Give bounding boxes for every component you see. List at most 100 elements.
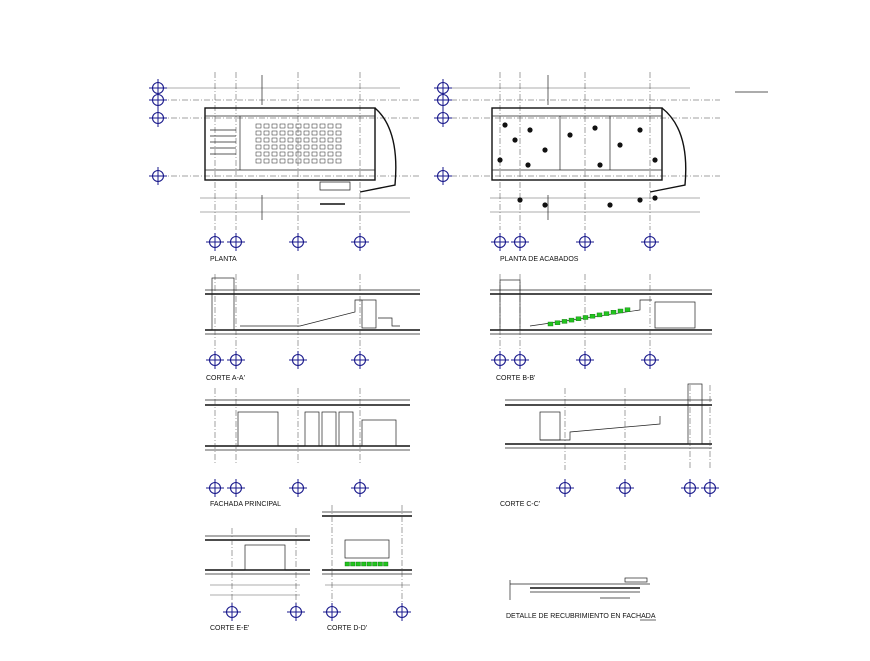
seat [303,137,310,143]
planta-floor-plan [160,72,420,230]
seat [255,158,262,164]
seat [255,151,262,157]
seat [287,158,294,164]
seat-section [617,308,624,314]
axis-bubble [434,109,452,127]
seat [279,130,286,136]
axis-bubble [556,479,574,497]
finish-symbol [592,125,598,131]
seat [311,151,318,157]
seat-section [589,314,596,319]
seat-section [383,561,389,567]
seat [327,137,334,143]
axis-bubble [616,479,634,497]
axis-bubble [641,351,659,369]
seat-section [355,561,361,567]
axis-bubble [289,233,307,251]
finish-symbol [517,197,523,203]
finish-symbol [652,157,658,163]
seat [303,144,310,150]
seat [311,137,318,143]
finish-symbol [652,195,658,201]
seat [271,137,278,143]
axis-bubble [227,479,245,497]
seat [255,144,262,150]
axis-bubble [351,351,369,369]
seat [263,130,270,136]
seat [303,123,310,129]
axis-bubble [701,479,719,497]
seat [327,130,334,136]
axis-bubble [289,479,307,497]
seat [287,123,294,129]
seat [263,123,270,129]
axis-bubble [576,351,594,369]
axis-bubble [287,603,305,621]
corte-aa-section [205,274,420,350]
seat-section [554,320,561,325]
axis-bubble [206,479,224,497]
seat-section [547,321,554,327]
axis-bubble [681,479,699,497]
axis-bubble [289,351,307,369]
seat [319,137,326,143]
axis-bubble [351,479,369,497]
seat [319,151,326,157]
seat [263,144,270,150]
seat [255,123,262,129]
seat-section [344,561,350,567]
label-planta: PLANTA [210,256,237,263]
seat [327,123,334,129]
seat-section [624,307,631,312]
seat [279,151,286,157]
seat [311,130,318,136]
finish-symbol [497,157,503,163]
seat [255,130,262,136]
label-planta-acabados: PLANTA DE ACABADOS [500,256,579,263]
seat-section [575,316,582,321]
seat [311,158,318,164]
label-detalle: DETALLE DE RECUBRIMIENTO EN FACHADA [506,613,656,620]
seat [271,130,278,136]
seat [319,130,326,136]
seat-section [350,561,356,567]
seat-section [568,317,575,323]
seat [287,151,294,157]
seat [279,137,286,143]
seat [327,144,334,150]
seat [295,137,302,143]
seat [335,158,342,164]
seat [287,130,294,136]
seat-section [596,312,603,318]
label-corte-bb: CORTE B-B' [496,375,535,382]
seat [263,158,270,164]
finish-symbol [617,142,623,148]
axis-bubble [576,233,594,251]
finish-symbol [525,162,531,168]
axis-bubble [223,603,241,621]
seat [303,151,310,157]
axis-bubble [641,233,659,251]
seat [335,123,342,129]
axis-bubble [511,233,529,251]
seat-section [603,311,610,316]
seat [279,158,286,164]
seat [263,137,270,143]
label-corte-cc: CORTE C-C' [500,501,540,508]
seat [287,144,294,150]
axis-bubble [434,167,452,185]
finish-symbol [542,202,548,208]
axis-bubble [491,351,509,369]
seat [287,137,294,143]
fachada-principal-elevation [205,388,410,465]
seat [271,151,278,157]
finish-symbol [637,127,643,133]
planta-acabados-plan [440,72,768,230]
corte-bb-section [490,274,712,350]
seat [319,123,326,129]
finish-symbol [637,197,643,203]
label-corte-dd: CORTE D-D' [327,625,367,632]
axis-bubble [149,167,167,185]
